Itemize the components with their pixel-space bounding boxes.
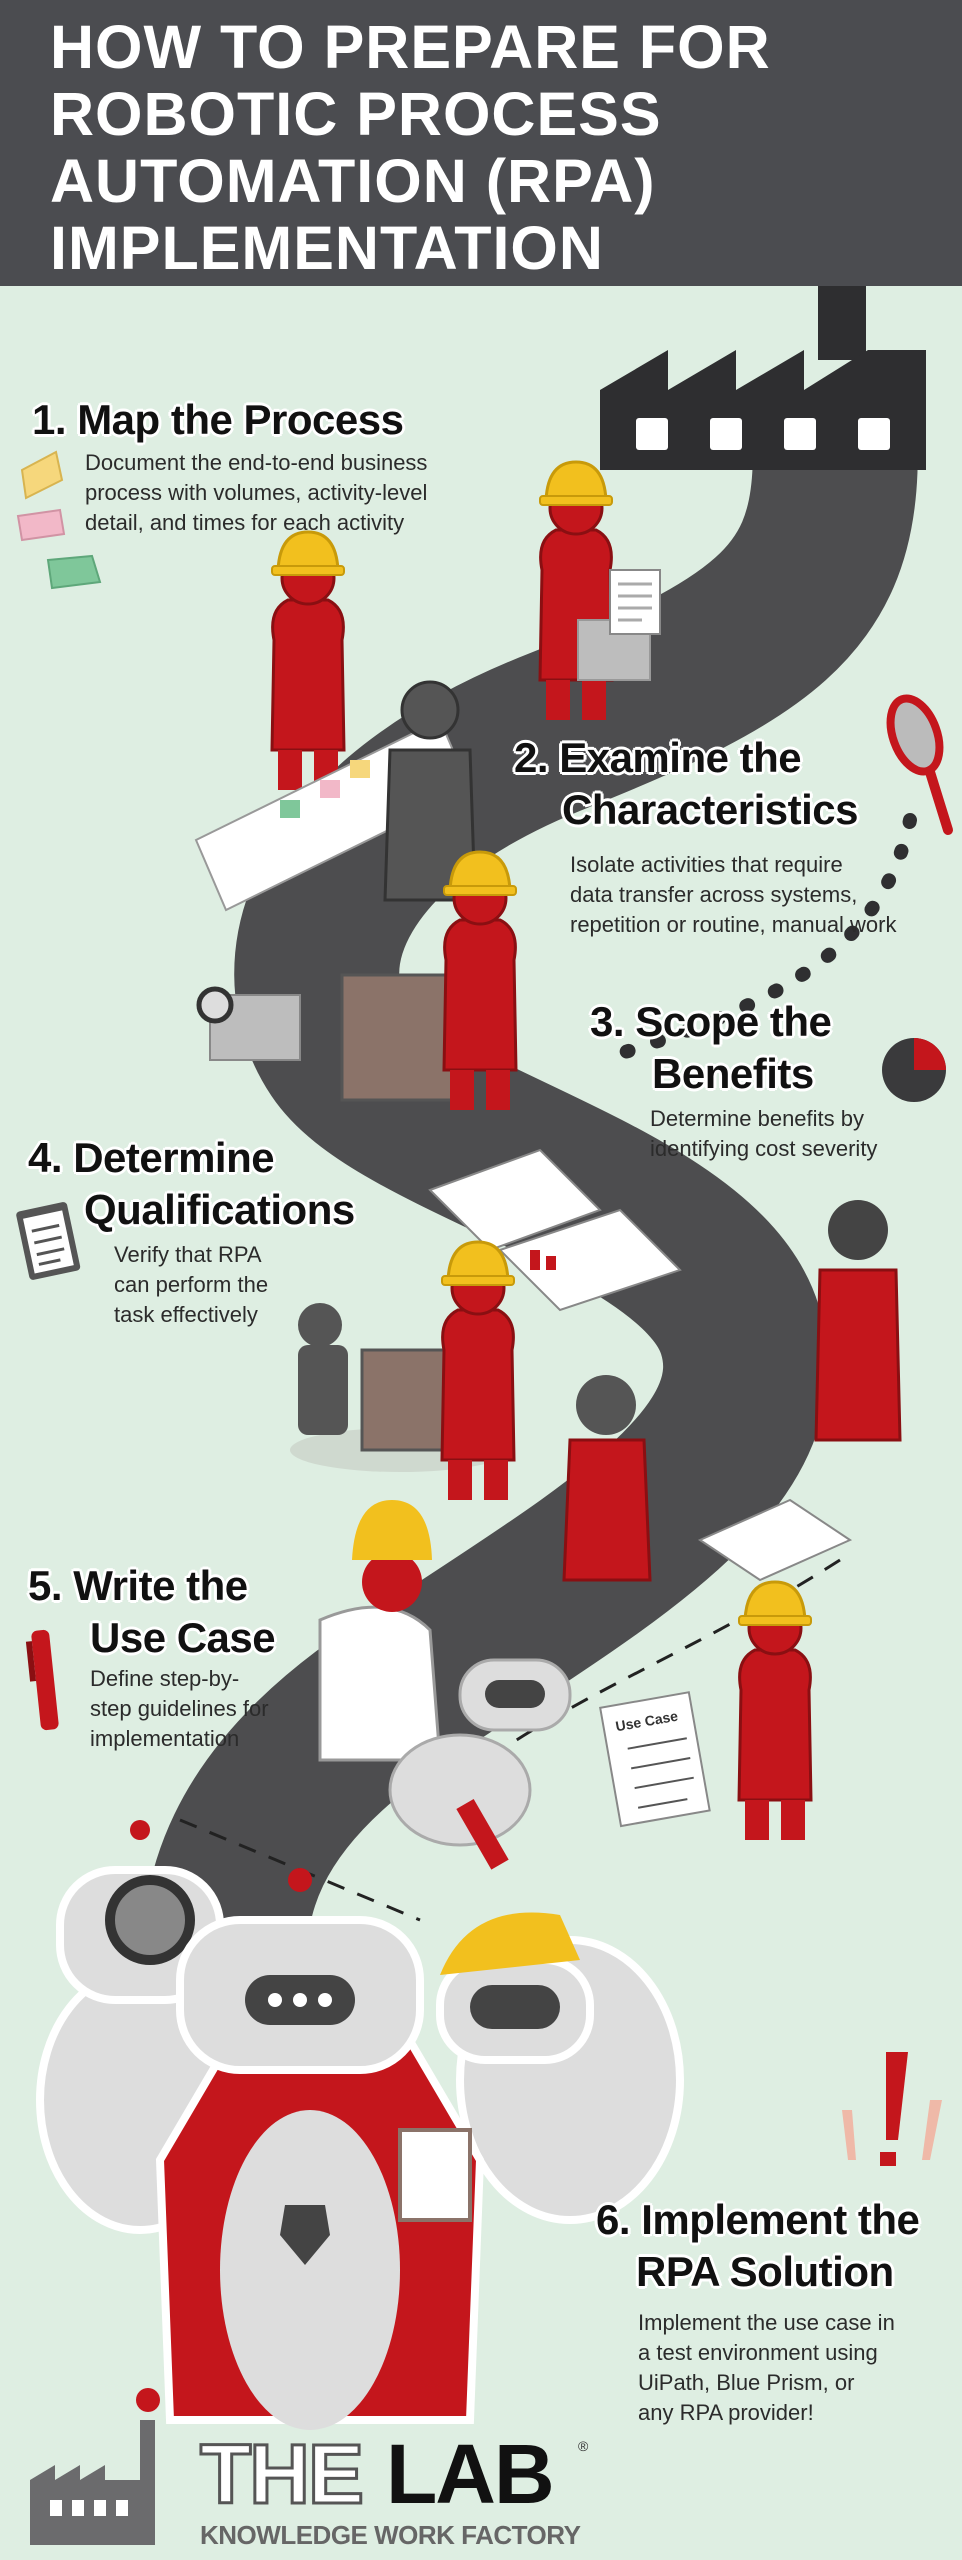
desc-line: detail, and times for each activity <box>85 510 405 535</box>
step-title-line: Characteristics <box>562 786 858 833</box>
step-title-line: 3. Scope the <box>590 998 832 1045</box>
step-title-line: Benefits <box>652 1050 814 1097</box>
step-4-determine-qualifications: 4. Determine Qualifications Verify that … <box>28 1132 355 1330</box>
pen-icon <box>25 1629 59 1731</box>
step-title: 6. Implement the RPA Solution <box>596 2194 920 2298</box>
step-title: 4. Determine Qualifications <box>28 1132 355 1236</box>
step-description: Determine benefits by identifying cost s… <box>650 1104 877 1164</box>
desc-line: Verify that RPA <box>114 1242 262 1267</box>
paper-stack <box>697 1498 853 1582</box>
step-title-line: 2. Examine the <box>514 734 802 781</box>
page-title: HOW TO PREPARE FOR ROBOTIC PROCESS AUTOM… <box>50 14 771 282</box>
step-title-line: 5. Write the <box>28 1562 248 1609</box>
desc-line: can perform the <box>114 1272 269 1297</box>
step-description: Document the end-to-end business process… <box>85 448 427 538</box>
step-title-line: Use Case <box>90 1614 276 1661</box>
document-folder <box>577 568 662 681</box>
magnifying-glass-icon <box>886 694 953 835</box>
step-title: 1. Map the Process <box>32 394 427 446</box>
logo-tagline: KNOWLEDGE WORK FACTORY <box>200 2520 581 2550</box>
worker-figure <box>737 1580 813 1842</box>
logo-lab: LAB <box>386 2427 555 2521</box>
step-title-line: Qualifications <box>84 1186 355 1233</box>
step-5-write-use-case: 5. Write the Use Case Define step-by- st… <box>28 1560 276 1754</box>
robot-head-parts <box>388 1658 572 1870</box>
robot-group <box>36 1820 684 2430</box>
desc-line: UiPath, Blue Prism, or <box>638 2370 855 2395</box>
clipboard-icon <box>16 1202 81 1280</box>
desc-line: Determine benefits by <box>650 1106 864 1131</box>
step-description: Isolate activities that require data tra… <box>570 850 897 940</box>
desc-line: identifying cost severity <box>650 1136 878 1161</box>
desc-line: a test environment using <box>638 2340 878 2365</box>
exclamation-marks-icon <box>842 2052 942 2166</box>
step-title: 5. Write the Use Case <box>28 1560 276 1664</box>
step-title-line: 4. Determine <box>28 1134 275 1181</box>
desc-line: process with volumes, activity-level <box>85 480 428 505</box>
magnifier-folder <box>196 986 301 1061</box>
worker-figure <box>538 460 614 722</box>
desc-line: Isolate activities that require <box>570 852 843 877</box>
step-6-implement-solution: 6. Implement the RPA Solution Implement … <box>596 2194 920 2428</box>
title-line: ROBOTIC PROCESS <box>50 80 662 148</box>
woman-figure <box>814 1200 902 1442</box>
pie-chart-icon <box>882 1038 946 1102</box>
step-title-line: 6. Implement the <box>596 2196 920 2243</box>
step-title: 3. Scope the Benefits <box>590 996 877 1100</box>
step-title-line: RPA Solution <box>636 2248 894 2295</box>
labcoat-figure <box>318 1500 442 1762</box>
title-line: IMPLEMENTATION <box>50 214 604 282</box>
desc-line: task effectively <box>114 1302 258 1327</box>
step-description: Implement the use case in a test environ… <box>638 2308 919 2428</box>
worker-figure <box>270 530 346 792</box>
step-2-examine-characteristics: 2. Examine the Characteristics Isolate a… <box>514 732 897 940</box>
step-description: Verify that RPA can perform the task eff… <box>114 1240 355 1330</box>
desc-line: any RPA provider! <box>638 2400 814 2425</box>
worker-figure <box>442 850 518 1112</box>
desk <box>340 973 454 1102</box>
desc-line: data transfer across systems, <box>570 882 858 907</box>
logo-registered-mark: ® <box>578 2438 589 2454</box>
logo-factory-icon <box>30 2388 160 2545</box>
desc-line: Implement the use case in <box>638 2310 895 2335</box>
desc-line: implementation <box>90 1726 240 1751</box>
desc-line: step guidelines for <box>90 1696 269 1721</box>
road-rollers <box>593 813 917 1067</box>
desc-line: Define step-by- <box>90 1666 240 1691</box>
title-line: HOW TO PREPARE FOR <box>50 13 771 81</box>
woman-figure <box>562 1375 652 1582</box>
step-title: 2. Examine the Characteristics <box>514 732 897 836</box>
step-1-map-process: 1. Map the Process Document the end-to-e… <box>32 394 427 538</box>
use-case-document: Use Case <box>599 1691 711 1828</box>
desc-line: Document the end-to-end business <box>85 450 428 475</box>
title-line: AUTOMATION (RPA) <box>50 147 656 215</box>
sticky-notes-icon <box>16 450 102 590</box>
worker-figure <box>440 1240 516 1502</box>
desc-line: repetition or routine, manual work <box>570 912 897 937</box>
report-papers <box>428 1148 682 1312</box>
the-lab-logo: THE LAB ® KNOWLEDGE WORK FACTORY <box>40 2427 640 2556</box>
step-3-scope-benefits: 3. Scope the Benefits Determine benefits… <box>590 996 877 1164</box>
logo-the: THE <box>199 2427 366 2521</box>
step-title-line: 1. Map the Process <box>32 396 404 443</box>
step-description: Define step-by- step guidelines for impl… <box>90 1664 275 1754</box>
header-banner: HOW TO PREPARE FOR ROBOTIC PROCESS AUTOM… <box>0 0 962 286</box>
